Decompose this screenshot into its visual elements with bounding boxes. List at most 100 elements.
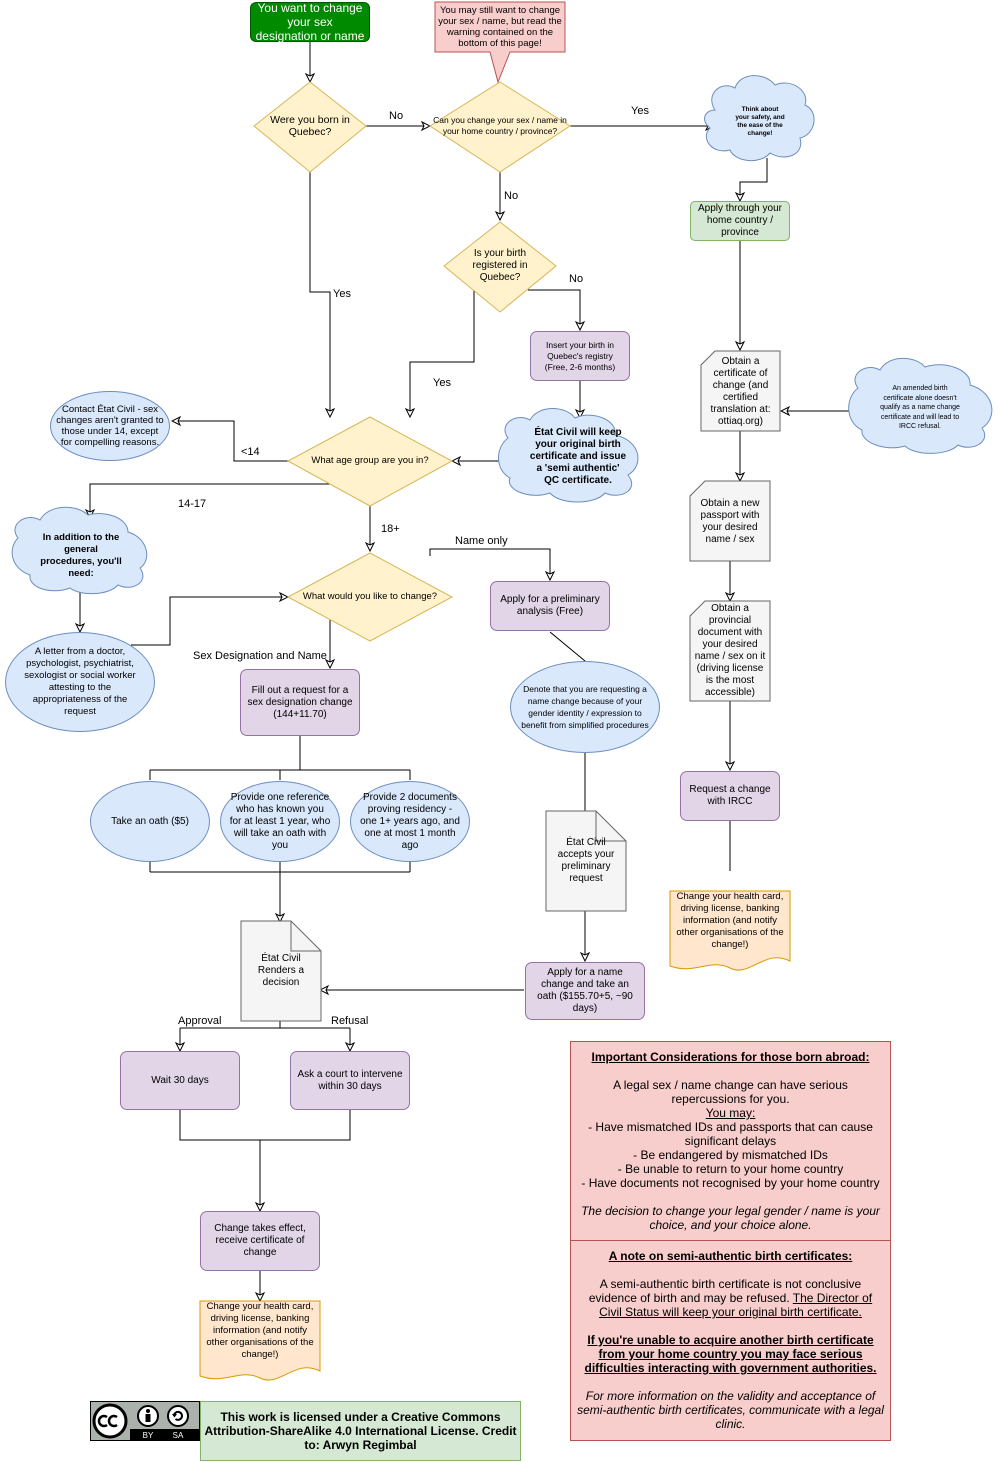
edge-registered-insert — [528, 289, 580, 330]
oath-node: Take an oath ($5) — [90, 781, 210, 862]
document-folds — [290, 811, 626, 952]
edge-label-sex-and-name: Sex Designation and Name — [193, 650, 327, 662]
edge-merge-effect — [179, 1110, 351, 1211]
edge-label-no-1: No — [389, 110, 404, 122]
denote-node: Denote that you are requesting a name ch… — [510, 661, 660, 753]
cloud-think-text: Think about your safety, and the ease of… — [735, 106, 785, 137]
edge-preliminary-denote — [549, 631, 586, 662]
provincial-doc-node: Obtain a provincial document with your d… — [694, 603, 766, 698]
decision-born-quebec: Were you born in Quebec? — [270, 114, 350, 138]
edge-born-age — [309, 172, 330, 417]
note-text: A semi-authentic birth certificate is no… — [577, 1277, 884, 1319]
edge-label-refusal: Refusal — [331, 1015, 369, 1027]
note-text-underlined: The Director of Civil Status will keep y… — [599, 1291, 873, 1319]
documents-node: Provide 2 documents proving residency - … — [350, 781, 470, 862]
edge-label-approval: Approval — [178, 1015, 222, 1027]
output-cards-right — [669, 890, 791, 971]
apply-name-change-node: Apply for a name change and take an oath… — [525, 962, 645, 1020]
considerations-bullet: - Be unable to return to your home count… — [617, 1162, 844, 1176]
contact-etat-civil-node: Contact État Civil - sex changes aren't … — [50, 391, 170, 461]
note-title: A note on semi-authentic birth certifica… — [608, 1249, 853, 1263]
cloud-in-addition-text: In addition to the general procedures, y… — [40, 532, 122, 579]
doc-obtain-cert — [700, 350, 781, 432]
insert-birth-node: Insert your birth in Quebec's registry (… — [530, 331, 630, 381]
note-warning: If you're unable to acquire another birt… — [584, 1333, 877, 1375]
cloud-in-addition — [11, 506, 148, 595]
cloud-shapes — [11, 75, 993, 595]
edge-merge — [149, 862, 411, 921]
reference-node: Provide one reference who has known you … — [220, 781, 340, 862]
license-box: This work is licensed under a Creative C… — [200, 1401, 521, 1461]
doc-new-passport — [689, 480, 771, 562]
edge-think-apply — [740, 158, 768, 201]
cloud-etat-civil-keep-text: État Civil will keep your original birth… — [529, 427, 627, 486]
edge-label-no-3: No — [569, 273, 584, 285]
diamond-home-country — [429, 81, 571, 173]
edge-label-yes-1: Yes — [631, 105, 649, 117]
doc-accepts — [545, 810, 627, 912]
preliminary-node: Apply for a preliminary analysis (Free) — [490, 581, 610, 631]
warning-callout-shape — [434, 1, 566, 84]
fill-request-node: Fill out a request for a sex designation… — [240, 669, 360, 736]
cc-license-badge: BY SA — [90, 1401, 200, 1441]
document-shapes — [240, 350, 781, 1022]
takes-effect-node: Change takes effect, receive certificate… — [200, 1211, 320, 1271]
ask-court-node: Ask a court to intervene within 30 days — [290, 1051, 410, 1110]
output-shapes — [199, 890, 791, 1381]
diamond-born-quebec — [253, 81, 367, 173]
considerations-bullet: - Have documents not recognised by your … — [581, 1176, 880, 1190]
cloud-etat-civil-keep — [498, 408, 639, 503]
connectors — [80, 42, 850, 1301]
decision-home-country: Can you change your sex / name in your h… — [433, 115, 567, 136]
edge-label-14-17: 14-17 — [178, 498, 207, 510]
decision-what-change: What would you like to change? — [302, 591, 438, 602]
new-passport-node: Obtain a new passport with your desired … — [700, 498, 760, 545]
decision-registered: Is your birth registered in Quebec? — [472, 248, 528, 283]
considerations-bullet: - Have mismatched IDs and passports that… — [588, 1120, 873, 1148]
output-cards-left — [199, 1300, 321, 1381]
diamond-what-change — [286, 552, 454, 642]
considerations-title: Important Considerations for those born … — [591, 1050, 870, 1064]
renders-decision-node: État Civil Renders a decision — [257, 953, 305, 988]
edge-decision-split — [179, 1020, 351, 1051]
considerations-divider — [571, 1240, 890, 1241]
edge-letter-change — [131, 597, 288, 646]
considerations-bullet: - Be endangered by mismatched IDs — [633, 1148, 828, 1162]
cloud-amended — [848, 357, 993, 454]
diamond-registered — [443, 221, 557, 313]
apply-home-node: Apply through your home country / provin… — [690, 201, 790, 241]
edge-change-preliminary — [429, 548, 550, 580]
considerations-intro: A legal sex / name change can have serio… — [613, 1078, 848, 1106]
cloud-think — [704, 75, 815, 161]
obtain-cert-node: Obtain a certificate of change (and cert… — [710, 356, 771, 427]
cloud-amended-text: An amended birth certificate alone doesn… — [880, 385, 960, 431]
edge-label-no-2: No — [504, 190, 519, 202]
accepts-preliminary-node: État Civil accepts your preliminary requ… — [557, 837, 615, 884]
doc-provincial — [689, 600, 771, 702]
change-cards-left-node: Change your health card, driving license… — [206, 1301, 314, 1360]
doc-renders — [240, 920, 322, 1022]
diamond-age — [286, 416, 454, 507]
badge-by-text: BY — [143, 1431, 154, 1440]
edge-age-addition — [90, 483, 330, 518]
edge-label-yes-born: Yes — [333, 288, 351, 300]
considerations-panel: Important Considerations for those born … — [570, 1041, 891, 1441]
decision-age-group: What age group are you in? — [311, 455, 429, 466]
decision-shapes — [253, 81, 571, 642]
note-more-info: For more information on the validity and… — [577, 1389, 884, 1431]
change-cards-right-node: Change your health card, driving license… — [676, 891, 784, 950]
sa-icon — [167, 1405, 189, 1427]
considerations-you-may: You may: — [705, 1106, 756, 1120]
edge-fill-branch — [149, 736, 411, 780]
start-node: You want to change your sex designation … — [250, 1, 370, 43]
request-ircc-node: Request a change with IRCC — [680, 771, 780, 821]
edge-registered-age — [410, 290, 475, 417]
wait-30-node: Wait 30 days — [120, 1051, 240, 1110]
edge-age-contact — [172, 421, 288, 462]
letter-node: A letter from a doctor, psychologist, ps… — [5, 632, 155, 732]
edge-label-18plus: 18+ — [381, 523, 400, 535]
edge-label-lt14: <14 — [241, 446, 260, 458]
badge-sa-text: SA — [173, 1431, 184, 1440]
edge-label-yes-reg: Yes — [433, 377, 451, 389]
